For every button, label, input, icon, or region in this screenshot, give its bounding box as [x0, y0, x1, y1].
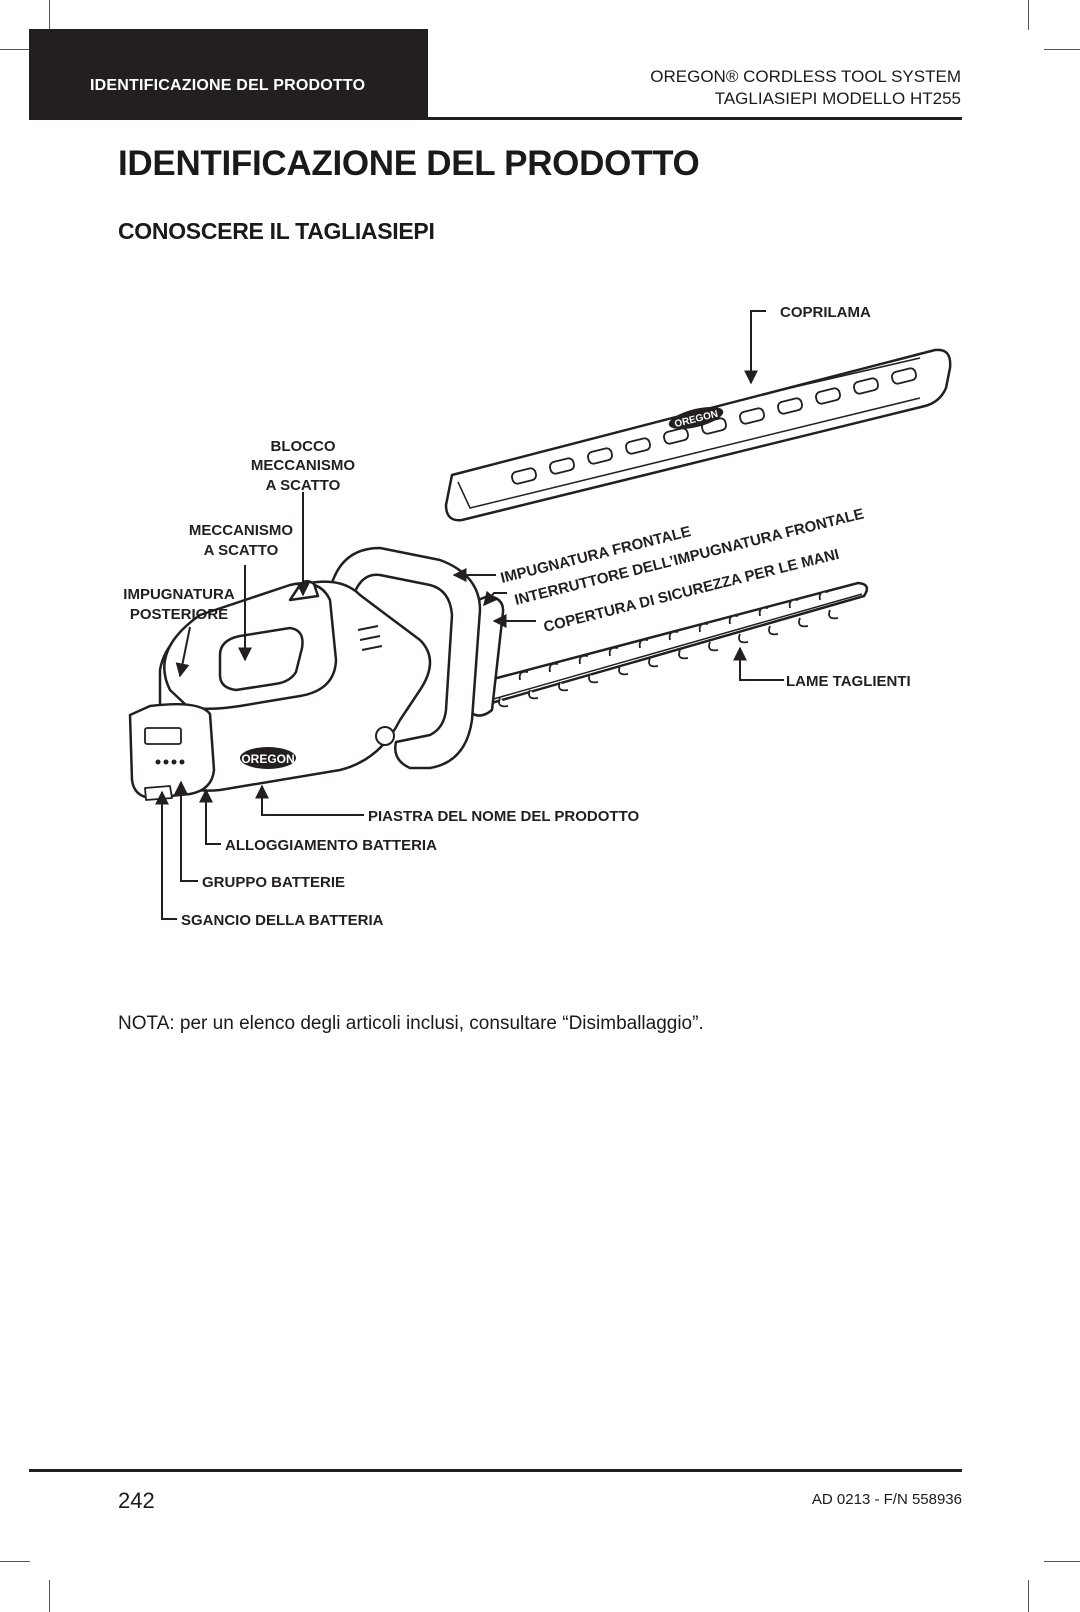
header-rule [29, 117, 962, 120]
footer-rule [29, 1469, 962, 1472]
label-blocco-line1: BLOCCO [271, 438, 336, 455]
crop-mark [0, 1561, 30, 1562]
crop-mark [0, 49, 30, 50]
crop-mark [49, 0, 50, 30]
model-name: TAGLIASIEPI MODELLO HT255 [714, 89, 961, 108]
note-text: NOTA: per un elenco degli articoli inclu… [118, 1013, 704, 1034]
section-tab-label: IDENTIFICAZIONE DEL PRODOTTO [90, 77, 366, 94]
label-blocco-line3: A SCATTO [266, 477, 341, 494]
page-number: 242 [118, 1488, 155, 1513]
crop-mark [49, 1580, 50, 1612]
label-sgancio: SGANCIO DELLA BATTERIA [181, 912, 384, 929]
label-piastra: PIASTRA DEL NOME DEL PRODOTTO [368, 808, 639, 825]
crop-mark [1044, 49, 1080, 50]
label-meccanismo-line1: MECCANISMO [189, 522, 293, 539]
label-impugnatura-posteriore-line1: IMPUGNATURA [123, 586, 235, 603]
document-code: AD 0213 - F/N 558936 [811, 1491, 962, 1508]
crop-mark [1028, 0, 1029, 30]
trimmer-body-illustration: OREGON [128, 546, 505, 801]
label-coprilama: COPRILAMA [780, 304, 871, 321]
label-gruppo: GRUPPO BATTERIE [202, 874, 345, 891]
running-header: OREGON® CORDLESS TOOL SYSTEM TAGLIASIEPI… [650, 66, 961, 110]
crop-mark [1044, 1561, 1080, 1562]
housing-logo: OREGON [241, 752, 294, 766]
blade-cover-illustration: OREGON [444, 348, 952, 522]
label-lame: LAME TAGLIENTI [786, 673, 911, 690]
section-tab: IDENTIFICAZIONE DEL PRODOTTO [29, 29, 428, 119]
crop-mark [1028, 1580, 1029, 1612]
label-alloggiamento: ALLOGGIAMENTO BATTERIA [225, 837, 437, 854]
label-meccanismo-line2: A SCATTO [204, 542, 279, 559]
leader-lines [155, 310, 784, 920]
page-title: IDENTIFICAZIONE DEL PRODOTTO [118, 144, 700, 183]
cutting-blade-illustration [476, 581, 869, 708]
product-line: OREGON® CORDLESS TOOL SYSTEM [650, 67, 961, 86]
label-blocco-line2: MECCANISMO [251, 457, 355, 474]
section-subtitle: CONOSCERE IL TAGLIASIEPI [118, 218, 435, 244]
label-impugnatura-posteriore-line2: POSTERIORE [130, 606, 228, 623]
